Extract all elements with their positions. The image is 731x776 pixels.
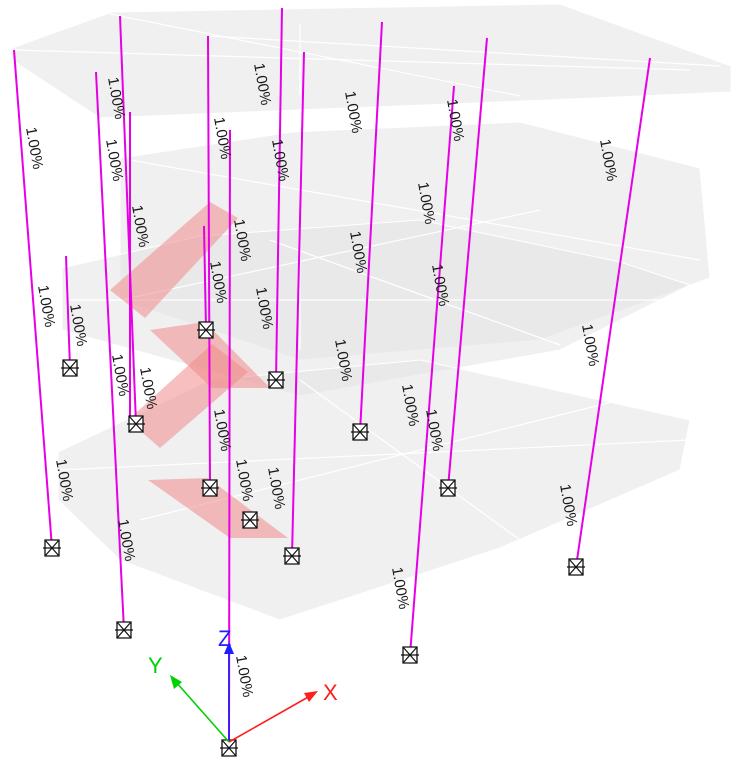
x-axis-label: X [323, 680, 338, 705]
column[interactable] [203, 225, 207, 331]
y-axis-label: Y [148, 653, 163, 678]
slab-grid-line [209, 35, 721, 67]
fixed-support-icon[interactable] [127, 415, 145, 433]
floor-slab [57, 359, 691, 621]
slab-grid-line [269, 239, 561, 346]
fixed-support-icon[interactable] [351, 423, 369, 441]
fixed-support-icon[interactable] [241, 511, 259, 529]
column[interactable] [95, 71, 125, 631]
column[interactable] [228, 129, 231, 743]
fixed-support-icon[interactable] [201, 479, 219, 497]
slab-grid-line [299, 379, 521, 541]
fixed-support-icon[interactable] [439, 479, 457, 497]
column-ratio-label: 1.00% [136, 366, 160, 411]
fixed-support-icon[interactable] [61, 359, 79, 377]
slab-grid-line [59, 439, 691, 471]
axis-triad: X Y Z [148, 626, 338, 743]
column[interactable] [447, 37, 488, 489]
y-axis-arrowhead [170, 675, 182, 689]
column[interactable] [409, 85, 455, 656]
fixed-support-icon[interactable] [115, 621, 133, 639]
x-axis-arrowhead [304, 691, 318, 702]
column[interactable] [13, 49, 53, 549]
shear-wall [110, 202, 238, 318]
fixed-support-icon[interactable] [267, 371, 285, 389]
columns [13, 7, 651, 743]
x-axis-arrow [228, 695, 311, 743]
column[interactable] [65, 255, 71, 369]
z-axis-arrowhead [224, 642, 234, 654]
column[interactable] [275, 7, 283, 381]
column[interactable] [119, 15, 137, 425]
column[interactable] [291, 51, 305, 557]
fixed-support-icon[interactable] [567, 558, 585, 576]
fixed-support-icon[interactable] [197, 321, 215, 339]
fixed-support-icon[interactable] [401, 646, 419, 664]
column-ratio-label: 1.00% [22, 126, 46, 171]
fixed-support-icon[interactable] [220, 739, 238, 757]
slab-grid-line [109, 13, 521, 97]
y-axis-arrow [175, 681, 230, 743]
column-ratio-label: 1.00% [34, 284, 58, 329]
fixed-support-icon[interactable] [283, 547, 301, 565]
slab-grid-line [13, 49, 691, 71]
column[interactable] [575, 57, 651, 568]
column[interactable] [207, 35, 211, 489]
z-axis-label: Z [218, 626, 231, 651]
column[interactable] [359, 21, 383, 433]
column-ratio-label: 1.00% [232, 654, 256, 699]
slab-grid-line [129, 159, 701, 261]
fixed-support-icon[interactable] [43, 539, 61, 557]
column-ratio-label: 1.00% [102, 138, 126, 183]
supports [43, 321, 585, 757]
